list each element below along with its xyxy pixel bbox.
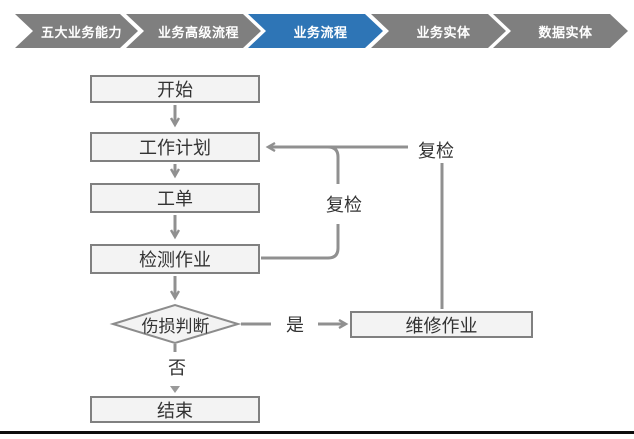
edge-recheck-inspect-lower: [261, 224, 340, 260]
edge-label-no-text: 否: [168, 358, 186, 378]
edge-label-recheck-repair-text: 复检: [418, 141, 454, 161]
step-nav: 五大业务能力 业务高级流程 业务流程 业务实体 数据实体: [0, 14, 634, 48]
node-damage-decision-label: 伤损判断: [141, 316, 210, 336]
node-work-plan: 工作计划: [90, 132, 260, 162]
node-inspection-job: 检测作业: [90, 244, 260, 274]
edge-label-recheck-repair: 复检: [412, 138, 460, 162]
arrow-no-to-end: [170, 386, 180, 393]
bottom-frame-line: [0, 431, 634, 434]
node-repair-job-label: 维修作业: [405, 315, 478, 336]
edge-label-yes-text: 是: [286, 315, 304, 335]
edge-label-yes: 是: [280, 313, 310, 335]
node-work-order: 工单: [90, 183, 260, 213]
nav-step-business-capabilities[interactable]: 五大业务能力: [15, 14, 138, 48]
node-start: 开始: [90, 75, 260, 103]
node-end-label: 结束: [157, 400, 193, 421]
node-end: 结束: [90, 396, 260, 423]
edge-label-recheck-inspect-text: 复检: [326, 195, 362, 215]
nav-step-business-entity[interactable]: 业务实体: [371, 14, 506, 48]
edge-recheck-inspect-upper: [327, 145, 340, 184]
nav-step-label: 数据实体: [538, 24, 593, 40]
node-damage-decision: 伤损判断: [113, 305, 238, 343]
nav-step-label: 五大业务能力: [40, 24, 122, 40]
node-repair-job: 维修作业: [350, 311, 533, 338]
node-work-plan-label: 工作计划: [139, 138, 211, 158]
node-work-order-label: 工单: [157, 189, 193, 209]
node-inspection-job-label: 检测作业: [139, 250, 211, 270]
nav-step-label: 业务实体: [416, 24, 471, 40]
nav-step-high-level-process[interactable]: 业务高级流程: [126, 14, 261, 48]
nav-step-label: 业务流程: [293, 24, 348, 40]
nav-step-data-entity[interactable]: 数据实体: [493, 14, 628, 48]
node-start-label: 开始: [157, 80, 193, 100]
edge-label-recheck-inspect: 复检: [320, 192, 368, 216]
nav-step-business-process-active[interactable]: 业务流程: [248, 14, 383, 48]
edge-label-no: 否: [162, 356, 192, 378]
nav-step-label: 业务高级流程: [157, 24, 239, 40]
